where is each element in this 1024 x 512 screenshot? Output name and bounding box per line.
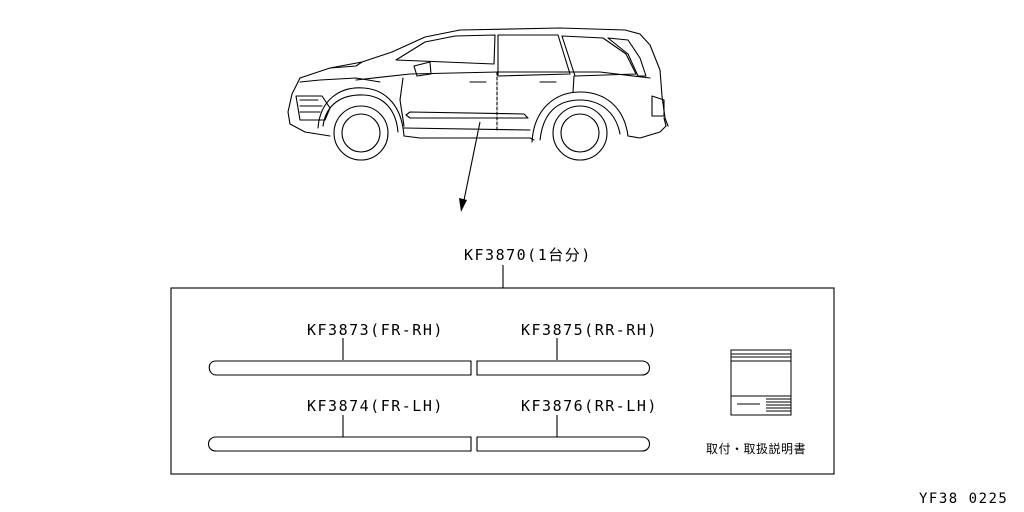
molding-fr-lh [207, 436, 472, 452]
molding-label-fr-rh: KF3873(FR-RH) [307, 321, 444, 339]
molding-label-rr-rh: KF3875(RR-RH) [521, 321, 658, 339]
kit-part-number: KF3870(1台分) [464, 246, 592, 264]
manual-label: 取付・取扱説明書 [706, 442, 807, 456]
molding-label-rr-lh: KF3876(RR-LH) [521, 397, 658, 415]
molding-rr-lh [476, 436, 651, 452]
molding-label-fr-lh: KF3874(FR-LH) [307, 397, 444, 415]
molding-rr-rh [476, 360, 651, 376]
drawing-code: YF38 0225 [919, 491, 1009, 507]
molding-fr-rh [208, 360, 472, 376]
instruction-booklet-icon [730, 349, 792, 416]
